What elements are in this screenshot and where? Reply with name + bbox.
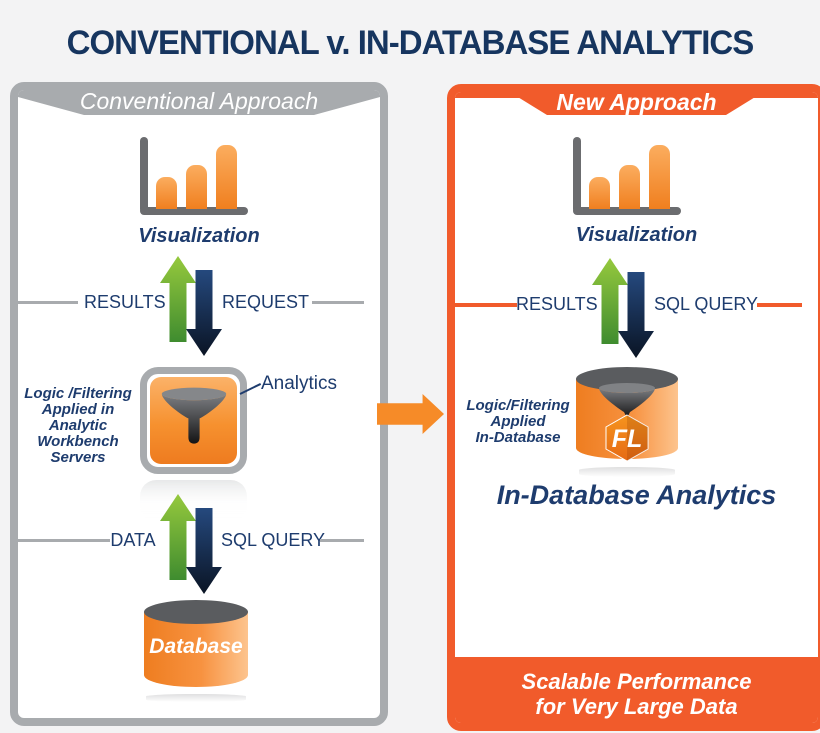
sql-query-label: SQL QUERY xyxy=(653,294,759,314)
down-arrow-icon xyxy=(186,270,222,356)
results-label: RESULTS xyxy=(84,292,166,312)
box-reflection xyxy=(140,480,247,522)
note-line: Applied in xyxy=(41,401,115,418)
chart-x-axis xyxy=(573,207,681,215)
cylinder-reflection xyxy=(146,694,246,702)
chart-bar xyxy=(589,177,610,209)
fl-logo: FL xyxy=(605,414,649,462)
connector-line xyxy=(757,303,802,307)
new-approach-header-label: New Approach xyxy=(556,89,717,115)
conventional-header-label: Conventional Approach xyxy=(79,88,319,114)
database-label: Database xyxy=(149,635,243,658)
chart-bar xyxy=(619,165,640,209)
funnel-icon xyxy=(161,387,227,444)
conventional-header: Conventional Approach xyxy=(18,90,380,115)
data-label: DATA xyxy=(110,530,156,550)
sql-query-label: SQL QUERY xyxy=(220,530,326,550)
analytics-label: Analytics xyxy=(261,373,338,394)
header-wedge-right xyxy=(314,97,380,115)
header-wedge-left xyxy=(455,98,547,115)
up-arrow-icon xyxy=(160,256,196,342)
analytics-workbench-box xyxy=(140,367,247,474)
connector-line xyxy=(312,301,364,304)
up-down-arrows xyxy=(592,258,656,358)
footer-banner: Scalable Performance for Very Large Data xyxy=(455,657,818,723)
note-line: Servers xyxy=(50,449,106,466)
connector-line xyxy=(320,539,364,542)
new-approach-panel: New Approach Visualization RESULTS SQL Q… xyxy=(447,84,820,731)
logic-filtering-note: Logic /Filtering Applied in Analytic Wor… xyxy=(20,386,136,466)
note-line: Workbench xyxy=(37,433,119,450)
visualization-label: Visualization xyxy=(138,225,260,247)
note-line: In-Database xyxy=(475,429,561,446)
note-line: Analytic xyxy=(48,417,108,434)
down-arrow-icon xyxy=(618,272,654,358)
request-label: REQUEST xyxy=(222,292,310,312)
chart-bar xyxy=(186,165,207,209)
note-line: Logic/Filtering xyxy=(466,397,570,414)
footer-line: for Very Large Data xyxy=(535,694,738,719)
in-database-analytics-label: In-Database Analytics xyxy=(496,480,777,510)
up-arrow-icon xyxy=(592,258,628,344)
up-down-arrows xyxy=(160,494,224,594)
up-down-arrows xyxy=(160,256,224,356)
bar-chart-icon xyxy=(573,137,683,215)
note-line: Logic /Filtering xyxy=(24,385,132,402)
chart-bar xyxy=(156,177,177,209)
in-database-icon: FL xyxy=(574,366,680,470)
database-icon: Database xyxy=(142,599,250,694)
connector-line xyxy=(455,303,517,307)
chart-bar xyxy=(649,145,670,209)
chart-y-axis xyxy=(573,137,581,213)
down-arrow-icon xyxy=(186,508,222,594)
chart-x-axis xyxy=(140,207,248,215)
up-arrow-icon xyxy=(160,494,196,580)
conventional-panel: Conventional Approach Visualization RESU… xyxy=(10,82,388,726)
chart-bar xyxy=(216,145,237,209)
database-funnel-icon xyxy=(599,383,655,418)
page-title: CONVENTIONAL v. IN-DATABASE ANALYTICS xyxy=(66,24,755,62)
cylinder-reflection xyxy=(579,467,675,477)
note-line: Applied xyxy=(490,413,546,430)
fl-logo-text: FL xyxy=(612,425,643,453)
bar-chart-icon xyxy=(140,137,250,215)
footer-line: Scalable Performance xyxy=(521,669,752,694)
chart-y-axis xyxy=(140,137,148,213)
visualization-label: Visualization xyxy=(575,224,698,246)
results-label: RESULTS xyxy=(516,294,598,314)
connector-line xyxy=(18,301,78,304)
header-wedge-left xyxy=(18,97,84,115)
new-approach-header: New Approach xyxy=(455,92,818,115)
header-wedge-right xyxy=(726,98,818,115)
connector-line xyxy=(18,539,110,542)
logic-filtering-note: Logic/Filtering Applied In-Database xyxy=(460,398,576,446)
